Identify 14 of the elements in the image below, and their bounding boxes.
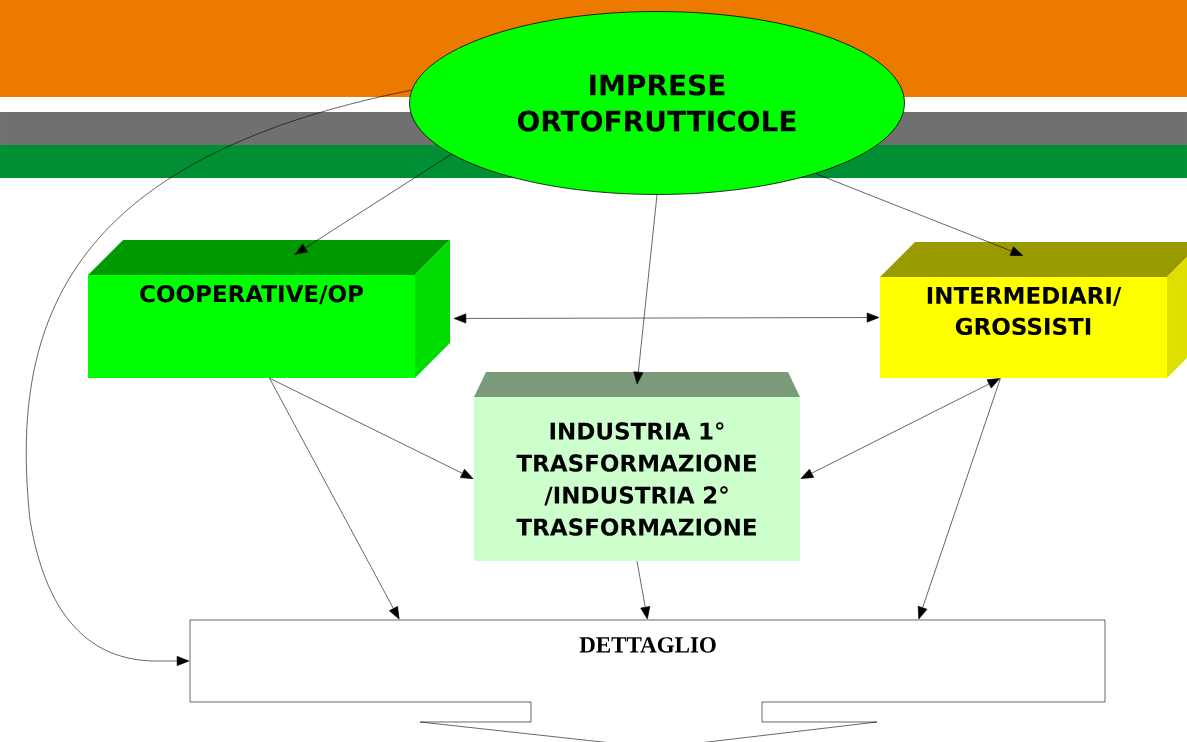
arrow — [815, 173, 1023, 256]
arrow — [800, 378, 1001, 479]
arrow — [26, 89, 412, 666]
process-box: INTERMEDIARI/ GROSSISTI — [880, 242, 1187, 378]
callout-box: DETTAGLIO — [189, 619, 1106, 742]
arrow — [294, 154, 452, 255]
arrow — [633, 194, 658, 385]
arrow — [269, 377, 474, 479]
arrow — [453, 312, 880, 324]
arrow — [917, 377, 1001, 620]
arrow — [636, 560, 651, 620]
arrow — [269, 377, 400, 620]
process-box: COOPERATIVE/OP — [88, 240, 450, 378]
process-box: INDUSTRIA 1° TRASFORMAZIONE /INDUSTRIA 2° TRASFORMAZIONE — [474, 372, 800, 561]
